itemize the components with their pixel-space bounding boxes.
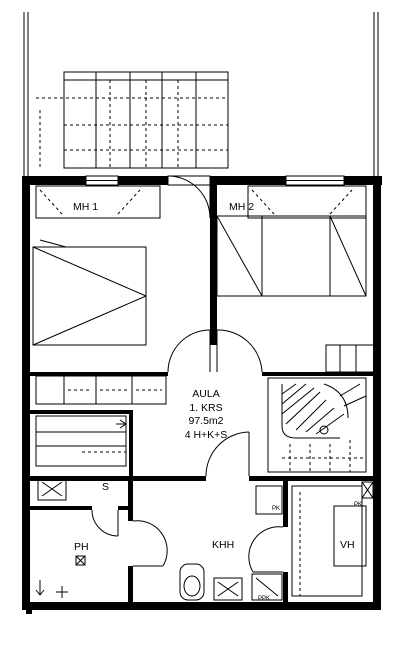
plan-area-label: 97.5m2 bbox=[188, 415, 223, 427]
balcony-door bbox=[167, 175, 211, 219]
closet-label-pk-right: PK bbox=[354, 502, 362, 508]
room-mh1: MH 1 bbox=[32, 185, 161, 346]
staircase bbox=[267, 377, 367, 473]
room-label-mh2: MH 2 bbox=[229, 201, 254, 213]
cabinet-label-ppk: PPK bbox=[258, 596, 270, 602]
room-aula: AULA 1. KRS 97.5m2 4 H+K+S bbox=[35, 329, 263, 477]
room-ph: PH bbox=[35, 541, 89, 598]
closet-label-pk-left: PK bbox=[272, 506, 280, 512]
plan-floor-label: 1. KRS bbox=[189, 402, 222, 414]
room-label-sauna: S bbox=[102, 481, 109, 493]
room-label-mh1: MH 1 bbox=[73, 201, 98, 213]
room-mh2: MH 2 bbox=[216, 185, 375, 373]
room-label-vh: VH bbox=[340, 539, 355, 551]
room-label-khh: KHH bbox=[212, 539, 234, 551]
room-sauna: S bbox=[35, 415, 127, 537]
interior-walls bbox=[30, 185, 373, 602]
room-khh: KHH PK PPK bbox=[132, 485, 284, 602]
outer-walls bbox=[22, 176, 382, 614]
plan-layout-label: 4 H+K+S bbox=[185, 429, 228, 441]
windows bbox=[85, 175, 345, 186]
balcony bbox=[23, 12, 379, 176]
room-vh: VH PK bbox=[291, 481, 374, 597]
room-label-ph: PH bbox=[74, 541, 89, 553]
room-label-aula: AULA bbox=[192, 388, 219, 400]
